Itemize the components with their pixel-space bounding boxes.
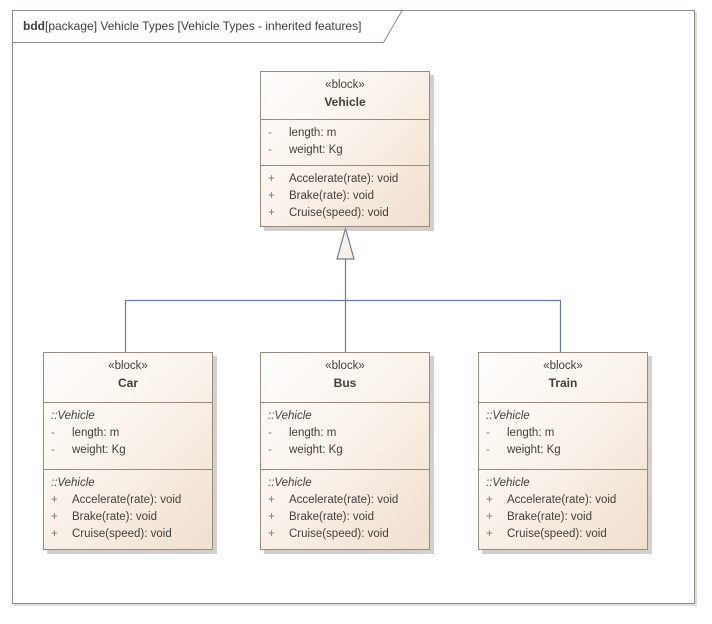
frame-title: bdd[package] Vehicle Types [Vehicle Type… [23,17,361,35]
block-train-attributes-compartment: ::Vehicle -length: m -weight: Kg [479,402,647,469]
visibility-marker: + [486,511,493,523]
visibility-marker: - [268,144,272,156]
attribute-row: - length: m [51,425,205,442]
operation-row: + Brake(rate): void [268,188,422,205]
visibility-marker: + [268,494,275,506]
operation-text: Cruise(speed): void [289,528,389,540]
block-name: Train [548,376,578,390]
inherited-from-label: ::Vehicle [51,477,95,489]
operation-text: Cruise(speed): void [72,528,172,540]
diagram-frame [12,10,695,604]
block-vehicle-name-compartment: «block» Vehicle [261,72,429,119]
operation-row: + Accelerate(rate): void [51,492,205,509]
generalization-connector-branches[interactable] [124,299,562,353]
block-car[interactable]: «block» Car ::Vehicle -length: m -weight… [43,352,213,550]
block-stereotype: «block» [108,360,148,372]
attribute-text: length: m [507,427,555,439]
inherited-from-label: ::Vehicle [268,477,312,489]
attribute-row: - length: m [268,125,422,142]
block-bus-operations-compartment: ::Vehicle +Accelerate(rate): void +Brake… [261,469,429,549]
attribute-text: weight: Kg [72,444,126,456]
operation-text: Brake(rate): void [507,511,593,523]
operation-row: + Cruise(speed): void [268,205,422,222]
operation-text: Accelerate(rate): void [507,494,617,506]
block-name: Bus [333,376,357,390]
block-train-name-compartment: «block» Train [479,353,647,402]
attribute-text: length: m [289,427,337,439]
block-vehicle[interactable]: «block» Vehicle - length: m - weight: Kg +… [260,71,430,227]
block-train-operations-compartment: ::Vehicle +Accelerate(rate): void +Brake… [479,469,647,549]
operation-text: Cruise(speed): void [289,207,389,219]
block-vehicle-operations-compartment: + Accelerate(rate): void + Brake(rate): vo… [261,165,429,226]
block-car-name-compartment: «block» Car [44,353,212,402]
operation-text: Accelerate(rate): void [289,494,399,506]
visibility-marker: - [268,444,272,456]
block-name: Vehicle [324,95,366,109]
operation-row: + Accelerate(rate): void [268,492,422,509]
inherited-from-label: ::Vehicle [486,410,530,422]
block-car-attributes-compartment: ::Vehicle -length: m -weight: Kg [44,402,212,469]
operation-text: Brake(rate): void [289,190,375,202]
block-stereotype: «block» [325,79,365,91]
block-bus-name-compartment: «block» Bus [261,353,429,402]
visibility-marker: - [268,127,272,139]
operation-row: + Accelerate(rate): void [486,492,640,509]
attribute-text: weight: Kg [289,144,343,156]
attribute-row: - weight: Kg [268,442,422,459]
visibility-marker: + [268,173,275,185]
attribute-row: - length: m [486,425,640,442]
operation-text: Accelerate(rate): void [289,173,399,185]
visibility-marker: - [51,444,55,456]
attribute-text: length: m [289,127,337,139]
visibility-marker: - [486,427,490,439]
attribute-row: - weight: Kg [486,442,640,459]
visibility-marker: + [51,494,58,506]
operation-row: + Brake(rate): void [486,509,640,526]
visibility-marker: + [51,511,58,523]
attribute-text: weight: Kg [289,444,343,456]
operation-row: + Cruise(speed): void [51,526,205,543]
visibility-marker: - [51,427,55,439]
visibility-marker: + [268,190,275,202]
attribute-text: length: m [72,427,120,439]
operation-text: Brake(rate): void [72,511,158,523]
operation-row: + Brake(rate): void [51,509,205,526]
inherited-from-label: ::Vehicle [51,410,95,422]
block-car-operations-compartment: ::Vehicle +Accelerate(rate): void +Brake… [44,469,212,549]
attribute-row: - weight: Kg [51,442,205,459]
operation-row: + Cruise(speed): void [486,526,640,543]
block-name: Car [117,376,138,390]
block-stereotype: «block» [543,360,583,372]
operation-text: Brake(rate): void [289,511,375,523]
operation-text: Accelerate(rate): void [72,494,182,506]
attribute-row: - length: m [268,425,422,442]
frame-title-rest: [package] Vehicle Types [Vehicle Types -… [45,19,362,33]
block-train[interactable]: «block» Train ::Vehicle -length: m -weig… [478,352,648,550]
operation-text: Cruise(speed): void [507,528,607,540]
attribute-row: - weight: Kg [268,142,422,159]
visibility-marker: + [268,207,275,219]
visibility-marker: + [51,528,58,540]
block-vehicle-attributes-compartment: - length: m - weight: Kg [261,119,429,165]
generalization-triangle-icon[interactable] [336,226,355,260]
visibility-marker: + [268,511,275,523]
visibility-marker: + [486,494,493,506]
block-stereotype: «block» [325,360,365,372]
operation-row: + Accelerate(rate): void [268,171,422,188]
frame-keyword: bdd [23,19,45,33]
visibility-marker: - [486,444,490,456]
visibility-marker: + [486,528,493,540]
block-bus-attributes-compartment: ::Vehicle -length: m -weight: Kg [261,402,429,469]
block-bus[interactable]: «block» Bus ::Vehicle -length: m -weight… [260,352,430,550]
visibility-marker: + [268,528,275,540]
operation-row: + Brake(rate): void [268,509,422,526]
attribute-text: weight: Kg [507,444,561,456]
inherited-from-label: ::Vehicle [268,410,312,422]
visibility-marker: - [268,427,272,439]
inherited-from-label: ::Vehicle [486,477,530,489]
operation-row: + Cruise(speed): void [268,526,422,543]
